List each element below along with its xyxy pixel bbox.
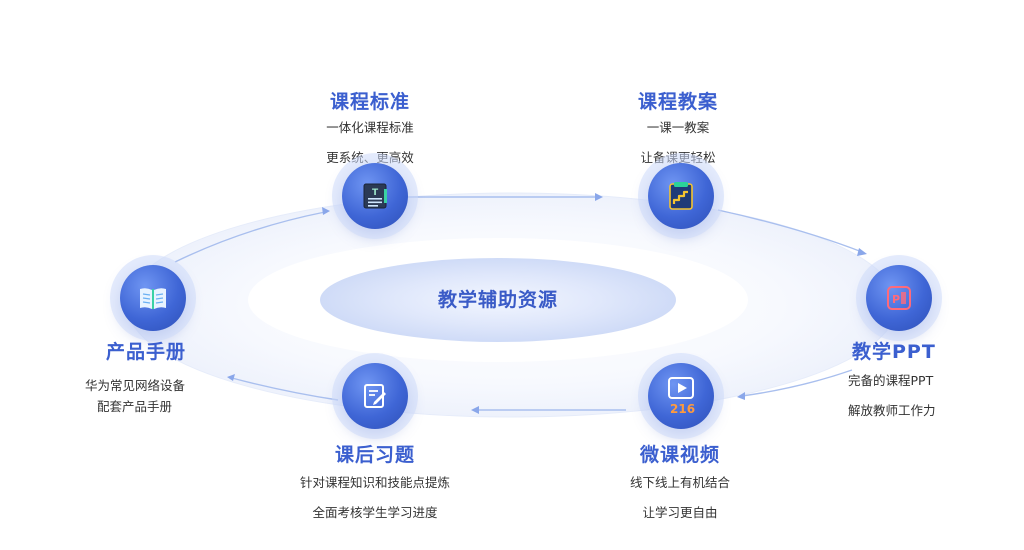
product-manual-title: 产品手册	[106, 341, 187, 363]
arc-plan-to-ppt	[717, 209, 863, 253]
inner-ellipse	[320, 258, 676, 342]
teaching-ppt-desc-2: 解放教师工作力	[848, 403, 936, 418]
teaching-ppt-desc-1: 完备的课程PPT	[848, 373, 934, 388]
course-standard-desc-2: 更系统、更高效	[326, 150, 414, 165]
teaching-ppt-node: P	[866, 265, 932, 331]
arc-ppt-to-video	[741, 369, 853, 397]
micro-video-title: 微课视频	[639, 444, 720, 466]
arrowhead-2	[595, 193, 603, 201]
teaching-ppt-title: 教学PPT	[852, 341, 936, 363]
arrowhead-6	[227, 374, 235, 381]
center-label: 教学辅助资源	[437, 289, 558, 311]
arrowhead-5	[471, 406, 479, 414]
open-book-icon	[140, 288, 166, 309]
ppt-icon: P	[887, 286, 911, 310]
arrowhead-3	[857, 248, 867, 256]
course-standard-desc-1: 一体化课程标准	[326, 120, 414, 135]
course-standard-title: 课程标准	[329, 91, 410, 113]
arrowhead-1	[322, 207, 330, 215]
lesson-plan-desc-2: 让备课更轻松	[640, 150, 716, 165]
arc-manual-to-standard	[174, 211, 326, 263]
stairs-folder-icon	[669, 182, 693, 210]
video-badge: 216	[670, 402, 695, 416]
product-manual-desc-2: 配套产品手册	[97, 399, 173, 414]
exercises-node	[342, 363, 408, 429]
product-manual-desc-1: 华为常见网络设备	[85, 378, 186, 393]
exercises-title: 课后习题	[334, 444, 415, 466]
svg-text:P: P	[892, 293, 900, 306]
micro-video-desc-2: 让学习更自由	[642, 505, 718, 520]
micro-video-desc-1: 线下线上有机结合	[629, 475, 730, 490]
arc-exercises-to-manual	[231, 377, 339, 401]
exercises-desc-2: 全面考核学生学习进度	[312, 505, 438, 520]
exercises-desc-1: 针对课程知识和技能点提炼	[299, 475, 450, 490]
edit-note-icon	[364, 384, 386, 408]
lesson-plan-node	[648, 163, 714, 229]
course-standard-node: T	[342, 163, 408, 229]
svg-text:T: T	[372, 188, 379, 198]
product-manual-node	[120, 265, 186, 331]
document-t-icon: T	[363, 183, 387, 209]
arrowhead-4	[737, 392, 745, 400]
lesson-plan-desc-1: 一课一教案	[646, 120, 710, 135]
lesson-plan-title: 课程教案	[637, 91, 718, 113]
micro-video-node: 216	[648, 363, 714, 429]
play-video-icon: 216	[668, 377, 695, 416]
